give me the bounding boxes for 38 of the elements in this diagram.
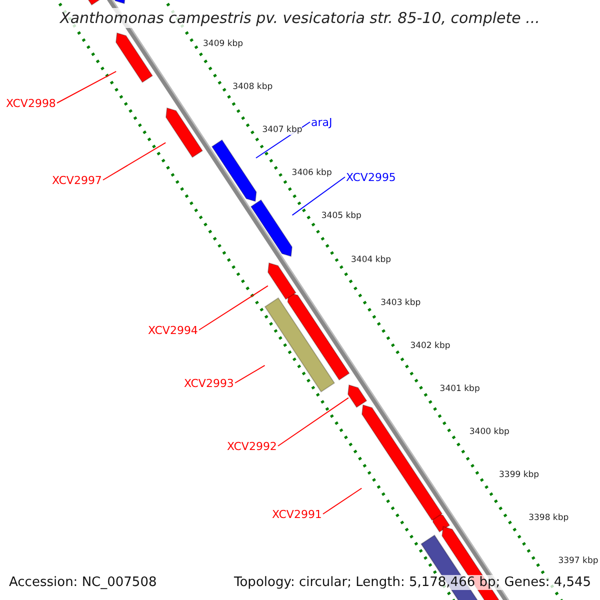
gene-block [116, 32, 152, 82]
tick-label: 3403 kbp [380, 298, 421, 308]
gene-block [264, 298, 334, 392]
tick-label: 3398 kbp [528, 513, 569, 524]
gene-label: XCV2991 [272, 508, 322, 520]
tick-label: 3399 kbp [499, 470, 540, 480]
tick-label: 3405 kbp [321, 211, 362, 222]
leader-line [234, 364, 266, 384]
gene-label: XCV2992 [227, 440, 277, 452]
tick-label: 3397 kbp [558, 556, 598, 566]
tick-label: 3408 kbp [232, 82, 273, 92]
leader-line [102, 142, 166, 180]
gene-block [362, 404, 442, 520]
tick-label: 3400 kbp [469, 426, 510, 437]
leader-line [322, 488, 362, 514]
gene-label: XCV2993 [184, 376, 234, 390]
gene-label: XCV2995 [346, 170, 396, 184]
tick-label: 3402 kbp [410, 340, 450, 351]
tick-label: 3404 kbp [351, 254, 392, 264]
gene-block [166, 108, 202, 157]
leader-line [278, 397, 349, 446]
leader-line [198, 285, 268, 330]
gene-block [251, 200, 292, 256]
leader-line [56, 70, 117, 104]
info-text: Topology: circular; Length: 5,178,466 bp; Genes: 4,545 [234, 574, 592, 590]
info-text: Accession: NC_007508 [9, 574, 157, 590]
tick-label: 3406 kbp [292, 168, 332, 178]
gene-label: XCV2998 [6, 96, 56, 110]
tick-label: 3409 kbp [203, 39, 244, 49]
gene-block [212, 140, 256, 202]
gene-block [268, 262, 296, 299]
gene-block [348, 384, 367, 407]
tick-label: 3401 kbp [440, 384, 480, 394]
tick-label: 3407 kbp [262, 125, 302, 136]
gene-label: XCV2994 [148, 324, 198, 336]
leader-line [292, 176, 346, 216]
gene-label: XCV2997 [52, 174, 102, 186]
gene-label: araJ [311, 116, 332, 128]
